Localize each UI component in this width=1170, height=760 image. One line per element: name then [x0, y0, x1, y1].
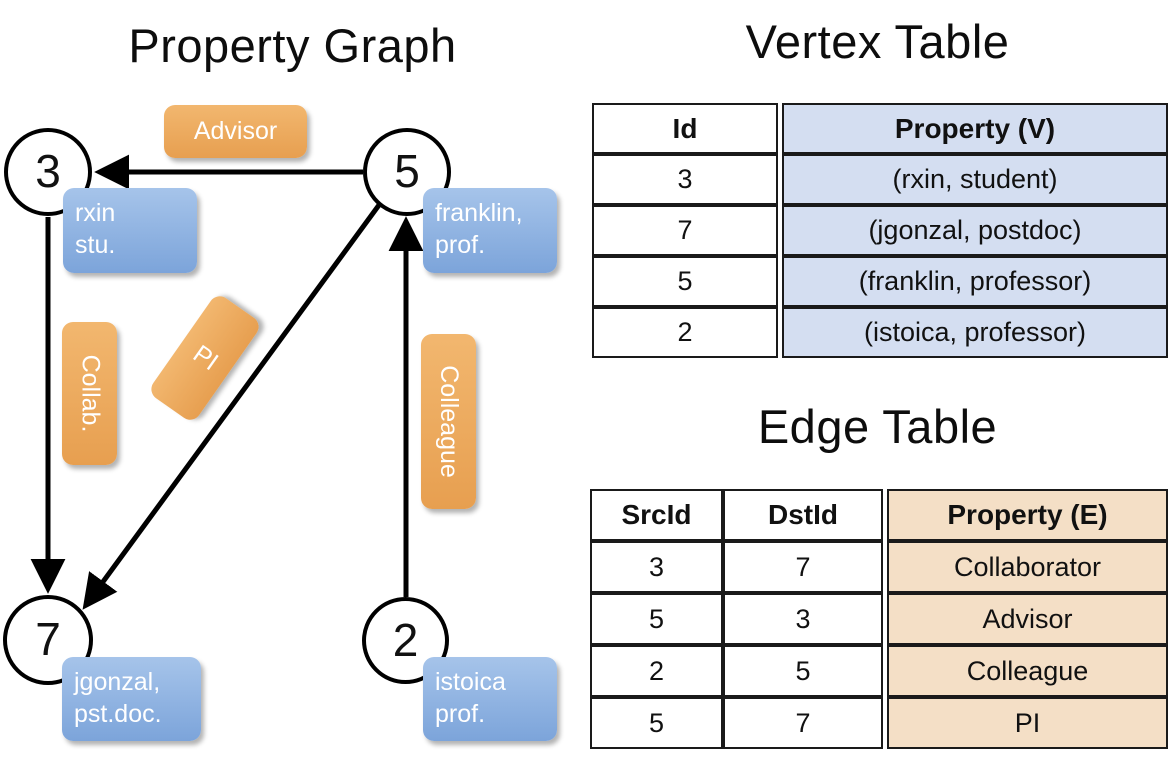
vertex-node-7-label: 7: [35, 613, 61, 665]
vertex-node-2-label: 2: [392, 613, 419, 666]
vertex-table: Id Property (V) 3 (rxin, student) 7 (jgo…: [592, 103, 1168, 358]
edge-label-colleague-text: Colleague: [435, 365, 463, 478]
edge-table-cell-srcid: 2: [590, 645, 723, 697]
vertex-node-5-label: 5: [394, 145, 420, 197]
edge-line-5-to-7: [82, 203, 382, 610]
edge-table-cell-property: Advisor: [887, 593, 1168, 645]
edge-table-cell-srcid: 3: [590, 541, 723, 593]
vertex-property-box-5: franklin, prof.: [423, 188, 557, 273]
table-row[interactable]: 7 (jgonzal, postdoc): [592, 205, 1168, 256]
edge-table-header-property: Property (E): [887, 489, 1168, 541]
vertex-node-3-label: 3: [35, 145, 61, 197]
edge-table-cell-property: Colleague: [887, 645, 1168, 697]
page-title-property-graph: Property Graph: [128, 19, 457, 72]
vertex-table-header-id: Id: [592, 103, 778, 154]
vertex-node-2[interactable]: 2: [362, 597, 449, 684]
edge-label-colleague: Colleague: [421, 334, 476, 509]
vertex-table-cell-id: 3: [592, 154, 778, 205]
edge-table-header-dstid: DstId: [723, 489, 883, 541]
page-title-edge-table: Edge Table: [757, 400, 998, 453]
vertex-property-box-7: jgonzal, pst.doc.: [62, 657, 201, 741]
table-row[interactable]: 3 7 Collaborator: [590, 541, 1168, 593]
vertex-table-cell-id: 2: [592, 307, 778, 358]
edge-table-cell-property: Collaborator: [887, 541, 1168, 593]
vertex-table-cell-property: (istoica, professor): [782, 307, 1168, 358]
table-row[interactable]: 2 (istoica, professor): [592, 307, 1168, 358]
graph-edges-svg: [30, 154, 424, 610]
edge-table-cell-property: PI: [887, 697, 1168, 749]
vertex-property-box-3: rxin stu.: [63, 188, 197, 273]
vertex-table-cell-property: (jgonzal, postdoc): [782, 205, 1168, 256]
page-title-vertex-table: Vertex Table: [745, 15, 1010, 68]
vertex-node-5[interactable]: 5: [363, 128, 451, 216]
edge-table-cell-dstid: 3: [723, 593, 883, 645]
vertex-table-cell-property: (rxin, student): [782, 154, 1168, 205]
vertex-property-box-2: istoica prof.: [423, 657, 557, 741]
table-row[interactable]: 5 3 Advisor: [590, 593, 1168, 645]
edge-label-advisor: Advisor: [164, 105, 307, 158]
edge-table-header-srcid: SrcId: [590, 489, 723, 541]
edge-label-pi-text: PI: [187, 339, 223, 376]
table-row[interactable]: 3 (rxin, student): [592, 154, 1168, 205]
edge-table: SrcId DstId Property (E) 3 7 Collaborato…: [590, 489, 1168, 749]
edge-table-cell-dstid: 5: [723, 645, 883, 697]
vertex-table-cell-id: 5: [592, 256, 778, 307]
edge-table-cell-dstid: 7: [723, 697, 883, 749]
vertex-table-header-property: Property (V): [782, 103, 1168, 154]
edge-table-cell-srcid: 5: [590, 697, 723, 749]
table-header-row: SrcId DstId Property (E): [590, 489, 1168, 541]
vertex-table-cell-id: 7: [592, 205, 778, 256]
edge-label-advisor-text: Advisor: [193, 117, 278, 145]
edge-label-collab-text: Collab.: [76, 354, 105, 433]
edge-table-cell-srcid: 5: [590, 593, 723, 645]
edge-table-cell-dstid: 7: [723, 541, 883, 593]
property-graph-diagram: 3 5 7 2 rxin stu. franklin, prof. jgonza…: [3, 105, 557, 741]
table-row[interactable]: 2 5 Colleague: [590, 645, 1168, 697]
vertex-table-cell-property: (franklin, professor): [782, 256, 1168, 307]
table-header-row: Id Property (V): [592, 103, 1168, 154]
edge-label-collab: Collab.: [62, 322, 117, 465]
table-row[interactable]: 5 7 PI: [590, 697, 1168, 749]
table-row[interactable]: 5 (franklin, professor): [592, 256, 1168, 307]
